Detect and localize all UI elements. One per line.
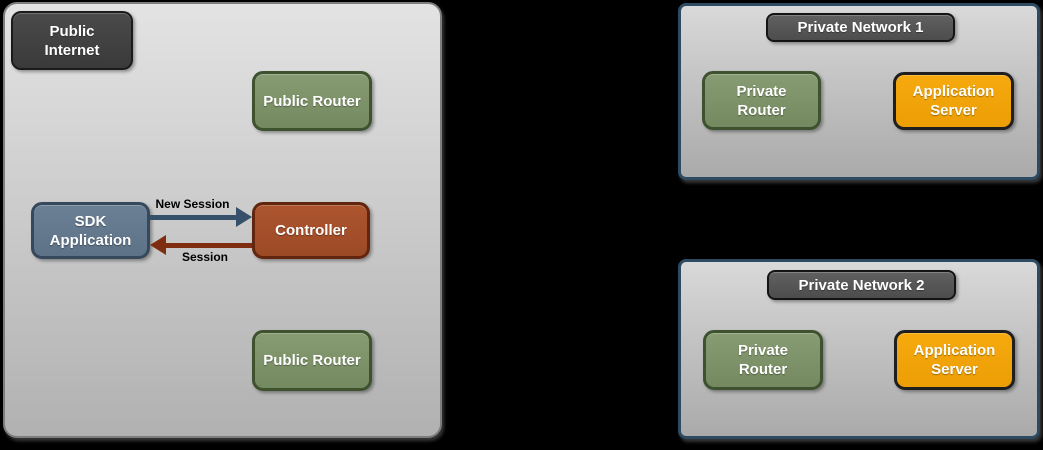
new-session-arrowhead-icon [236,207,252,227]
private-network-1-router-box: Private Router [702,71,821,130]
controller-box: Controller [252,202,370,259]
private-network-2-app-server-box: Application Server [894,330,1015,390]
session-arrowhead-icon [150,235,166,255]
public-internet-label: Public Internet [11,11,133,70]
new-session-arrow-label: New Session [155,197,230,211]
new-session-arrow-shaft [150,215,238,220]
public-router-top-box: Public Router [252,71,372,131]
session-arrow-shaft [164,243,252,248]
private-network-1-title: Private Network 1 [766,13,955,42]
sdk-application-box: SDK Application [31,202,150,259]
private-network-2-router-box: Private Router [703,330,823,390]
private-network-1-app-server-box: Application Server [893,72,1014,130]
public-router-bottom-box: Public Router [252,330,372,391]
private-network-2-title: Private Network 2 [767,270,956,300]
session-arrow-label: Session [181,250,229,264]
